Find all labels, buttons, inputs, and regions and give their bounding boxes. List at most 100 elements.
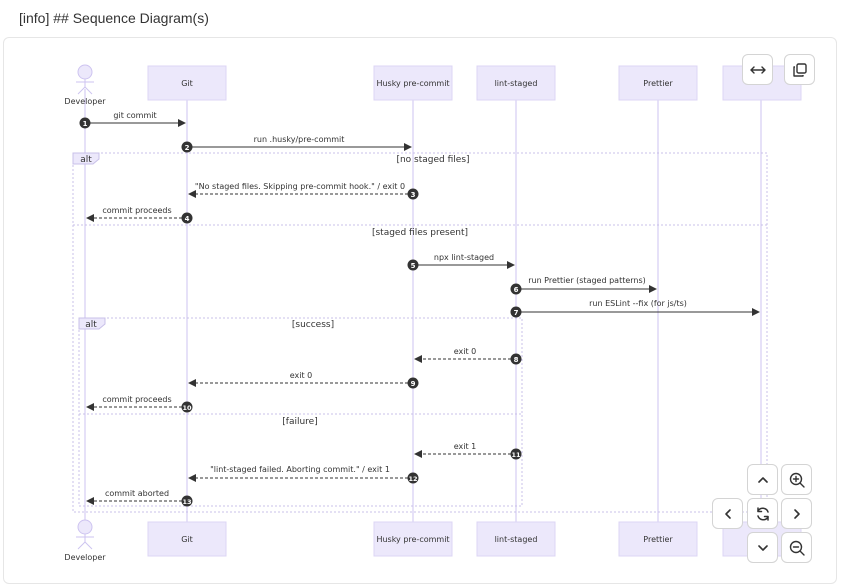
zoom-in-button[interactable] (781, 464, 812, 495)
participant-label: Prettier (643, 79, 673, 88)
participant-label: lint-staged (495, 535, 538, 544)
diagram-frame: alt [no staged files] [staged files pres… (3, 37, 837, 584)
participant-label: Husky pre-commit (376, 79, 449, 88)
message-11: exit 1 11 (414, 442, 522, 460)
message-9: exit 0 9 (188, 371, 419, 389)
chevron-up-icon (757, 476, 768, 483)
alt-condition-outer-first: [no staged files] (396, 155, 469, 165)
sequence-number: 10 (182, 404, 192, 412)
sequence-number: 5 (411, 262, 416, 270)
pan-right-button[interactable] (781, 498, 812, 529)
message-label: "lint-staged failed. Aborting commit." /… (210, 465, 390, 474)
chevron-left-icon (724, 508, 731, 519)
pan-up-button[interactable] (747, 464, 778, 495)
alt-condition-outer-else: [staged files present] (372, 228, 468, 238)
message-label: "No staged files. Skipping pre-commit ho… (195, 182, 405, 191)
participant-lint-staged-top: lint-staged (476, 65, 556, 101)
message-label: run ESLint --fix (for js/ts) (589, 299, 687, 308)
message-12: "lint-staged failed. Aborting commit." /… (188, 465, 419, 484)
sequence-number-badge (79, 117, 91, 129)
message-label: npx lint-staged (434, 253, 494, 262)
sequence-number: 9 (411, 380, 416, 388)
alt-keyword-inner: alt (85, 320, 97, 330)
pan-down-button[interactable] (747, 532, 778, 563)
sequence-number: 1 (83, 120, 88, 128)
sequence-number-badge (407, 377, 419, 389)
alt-fragment-outer: alt [no staged files] [staged files pres… (72, 152, 768, 513)
message-label: exit 0 (454, 347, 477, 356)
message-label: exit 1 (454, 442, 477, 451)
message-3: "No staged files. Skipping pre-commit ho… (188, 182, 419, 200)
message-label: commit aborted (105, 489, 169, 498)
participant-label: Git (181, 535, 193, 544)
message-7: run ESLint --fix (for js/ts) 7 (510, 299, 760, 318)
message-5: npx lint-staged 5 (407, 253, 515, 271)
sequence-number: 8 (514, 356, 519, 364)
sequence-number: 3 (411, 191, 416, 199)
participant-label: Husky pre-commit (376, 535, 449, 544)
participant-label: Developer (64, 553, 106, 562)
sequence-number-badge (181, 401, 193, 413)
fit-width-button[interactable] (742, 54, 773, 85)
message-10: commit proceeds 10 (86, 395, 193, 413)
participant-husky-top: Husky pre-commit (373, 65, 453, 101)
zoom-in-icon (789, 472, 805, 488)
sequence-number: 7 (514, 309, 519, 317)
reset-view-button[interactable] (747, 498, 778, 529)
alt-condition-inner-else: [failure] (282, 417, 317, 427)
message-label: commit proceeds (102, 395, 171, 404)
sequence-number-badge (181, 495, 193, 507)
sequence-diagram: alt [no staged files] [staged files pres… (64, 64, 802, 562)
swap-horizontal-icon (749, 65, 766, 74)
sequence-number: 12 (408, 475, 417, 483)
participant-prettier-top: Prettier (618, 65, 698, 101)
alt-fragment-inner: alt [success] [failure] (78, 317, 523, 507)
message-label: exit 0 (290, 371, 313, 380)
sequence-number-badge (510, 283, 522, 295)
participant-label: Developer (64, 97, 106, 106)
participant-lint-staged-bottom: lint-staged (476, 521, 556, 557)
message-4: commit proceeds 4 (86, 206, 193, 224)
sequence-number-badge (181, 212, 193, 224)
participant-git-top: Git (147, 65, 227, 101)
alt-keyword-outer: alt (80, 155, 92, 165)
alt-condition-inner-first: [success] (292, 320, 334, 330)
participant-git-bottom: Git (147, 521, 227, 557)
page-title: [info] ## Sequence Diagram(s) (19, 10, 209, 26)
reset-icon (756, 506, 769, 521)
participant-developer-bottom: Developer (64, 519, 106, 562)
participant-prettier-bottom: Prettier (618, 521, 698, 557)
message-label: git commit (113, 111, 156, 120)
sequence-number: 4 (185, 215, 190, 223)
sequence-number-badge (181, 141, 193, 153)
sequence-number: 13 (182, 498, 191, 506)
sequence-number: 6 (514, 286, 519, 294)
sequence-number-badge (407, 188, 419, 200)
message-label: commit proceeds (102, 206, 171, 215)
sequence-number-badge (510, 353, 522, 365)
message-label: run Prettier (staged patterns) (528, 276, 646, 285)
participant-label: lint-staged (495, 79, 538, 88)
participant-developer-top: Developer (64, 64, 106, 106)
copy-icon (792, 62, 807, 77)
sequence-number-badge (510, 306, 522, 318)
sequence-number-badge (407, 472, 419, 484)
message-6: run Prettier (staged patterns) 6 (510, 276, 657, 295)
sequence-number-badge (510, 448, 522, 460)
copy-button[interactable] (784, 54, 815, 85)
sequence-number-badge (407, 259, 419, 271)
sequence-number: 11 (511, 451, 521, 459)
chevron-down-icon (757, 544, 768, 551)
message-2: run .husky/pre-commit 2 (181, 135, 412, 153)
chevron-right-icon (793, 508, 800, 519)
participant-label: Git (181, 79, 193, 88)
participant-label: Prettier (643, 535, 673, 544)
message-13: commit aborted 13 (86, 489, 193, 507)
message-8: exit 0 8 (414, 347, 522, 365)
zoom-out-button[interactable] (781, 532, 812, 563)
zoom-out-icon (789, 540, 805, 556)
sequence-number: 2 (185, 144, 190, 152)
pan-left-button[interactable] (712, 498, 743, 529)
participant-husky-bottom: Husky pre-commit (373, 521, 453, 557)
message-label: run .husky/pre-commit (254, 135, 345, 144)
